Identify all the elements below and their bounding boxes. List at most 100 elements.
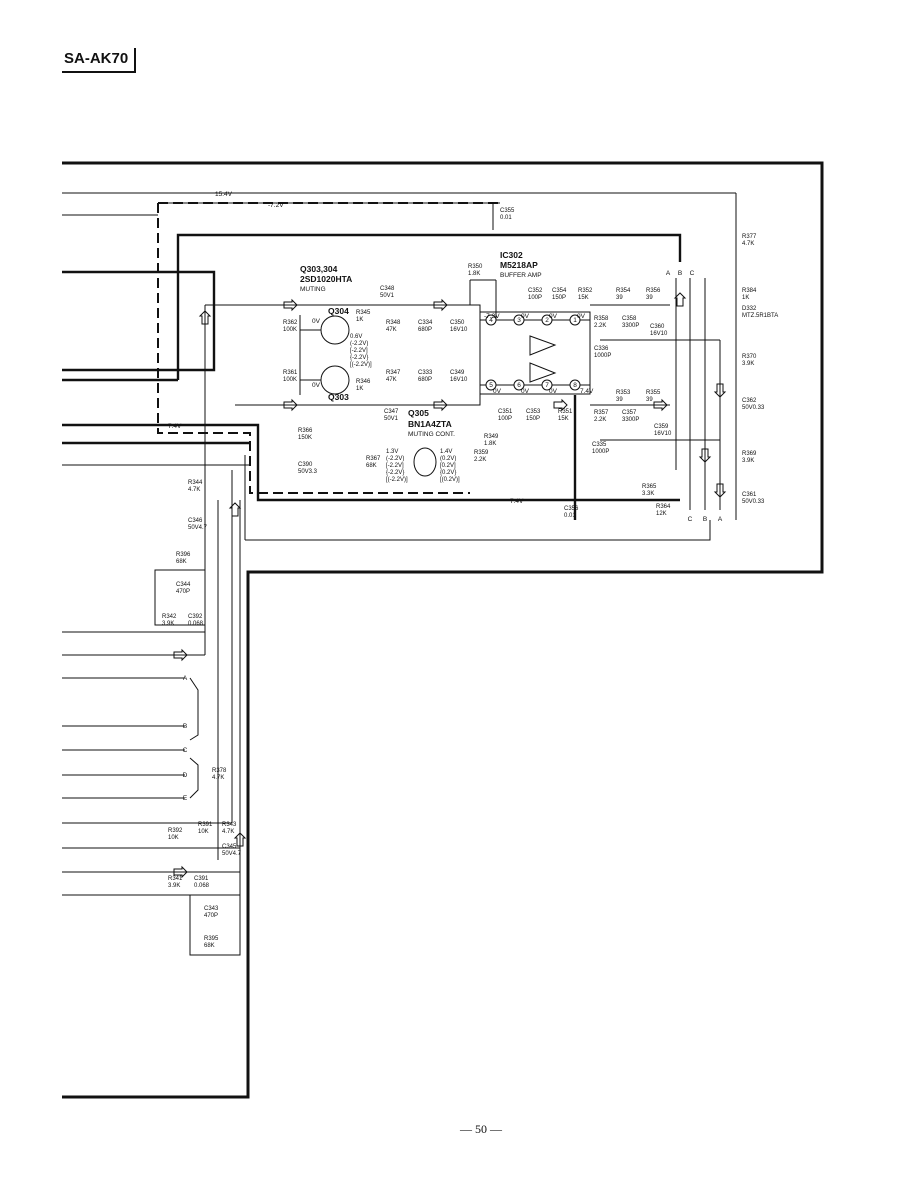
voltage-stack-q304-volts: 0.6V(-2.2V)[-2.2V]{-2.2V}[(-2.2V)] — [350, 334, 372, 368]
voltage-stack-q305-volts-left: 1.3V(-2.2V)[-2.2V]{-2.2V}[(-2.2V)] — [386, 449, 408, 483]
voltage-0v: 0V — [312, 382, 321, 389]
voltage-0v: 0V — [521, 313, 530, 320]
q305-desc: MUTING CONT. — [408, 431, 455, 438]
connector-a-bottom: A — [718, 516, 723, 523]
signal-arrow — [673, 292, 687, 307]
q305-part: BN1A4ZTA — [408, 419, 452, 429]
connector-a-top: A — [666, 270, 671, 277]
pin-label: 5 — [489, 382, 493, 389]
bus-label-e: E — [183, 795, 188, 802]
voltage-0v: 0V — [312, 318, 321, 325]
q303-symbol — [320, 365, 350, 395]
voltage-0v: 0V — [549, 313, 558, 320]
q303-label: Q303 — [328, 392, 349, 402]
signal-arrow — [283, 298, 298, 312]
voltage-0v: 0V — [493, 388, 502, 395]
pin-label: 4 — [489, 317, 493, 324]
bus-label-d: D — [183, 772, 188, 779]
pin4-voltage: -7.2V — [484, 313, 500, 320]
connector-c-top: C — [690, 270, 695, 277]
signal-arrow — [198, 310, 212, 325]
voltage-0v: 0V — [521, 388, 530, 395]
q304-label: Q304 — [328, 306, 349, 316]
voltage-7-4-bottom: 7.4V — [510, 498, 524, 505]
ic302-desc: BUFFER AMP — [500, 272, 542, 279]
signal-arrow — [173, 865, 188, 879]
pin-label: 6 — [517, 382, 521, 389]
connector-c-bottom: C — [688, 516, 693, 523]
pin8-voltage: 7.4V — [580, 388, 594, 395]
pin-label: 1 — [573, 317, 577, 324]
q304-symbol — [320, 315, 350, 345]
page-number: — 50 — — [460, 1122, 502, 1136]
q305-symbol — [413, 447, 437, 477]
voltage-15-4: 15.4V — [215, 191, 233, 198]
signal-arrow — [653, 398, 668, 412]
q303-304-ref: Q303,304 — [300, 264, 338, 274]
pin-label: 8 — [573, 382, 577, 389]
connector-b-top: B — [678, 270, 682, 277]
signal-arrow — [228, 502, 242, 517]
q303-304-desc: MUTING — [300, 286, 326, 293]
signal-arrow — [713, 483, 727, 498]
signal-arrow — [553, 398, 568, 412]
signal-arrow — [233, 832, 247, 847]
voltage-0v: 0V — [577, 313, 586, 320]
voltage-0v: 0V — [549, 388, 558, 395]
model-label: SA-AK70 — [62, 48, 137, 73]
pin-label: 3 — [517, 317, 521, 324]
signal-arrow — [698, 448, 712, 463]
q303-304-part: 2SD1020HTA — [300, 274, 352, 284]
signal-arrow — [433, 398, 448, 412]
connector-b-bottom: B — [703, 516, 707, 523]
bus-label-a: A — [183, 675, 188, 682]
